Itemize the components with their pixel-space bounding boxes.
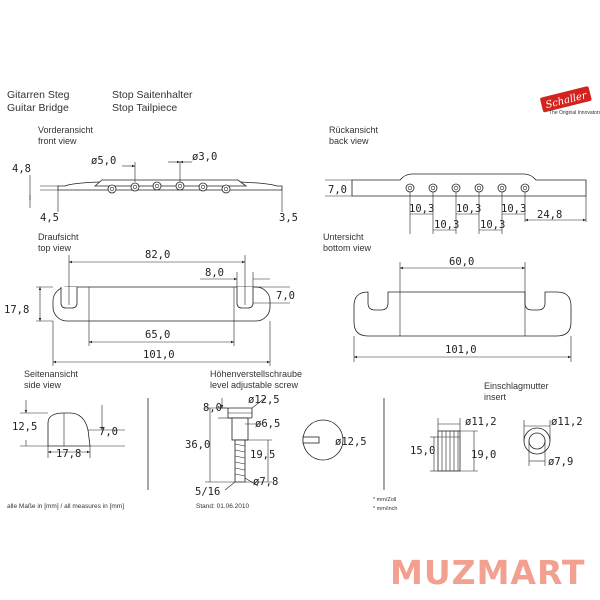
insert-label-de: Einschlagmutter: [484, 381, 549, 391]
screw-label-en: level adjustable screw: [210, 380, 299, 390]
bottom-dim-w2: 101,0: [445, 344, 477, 356]
footer-note-1: * mm/Zoll: [373, 497, 397, 503]
insert-dim-d3: ø7,9: [548, 456, 573, 468]
footer-measures: alle Maße in [mm] / all measures in [mm]: [7, 503, 125, 510]
watermark: MUZMART: [390, 553, 586, 592]
bottom-view-label-en: bottom view: [323, 243, 372, 253]
screw-dim-shank-d: ø7,8: [253, 476, 278, 488]
back-dim-s1: 10,3: [409, 203, 434, 215]
top-dim-w3: 65,0: [145, 329, 170, 341]
screw-dim-top-d: ø12,5: [335, 436, 367, 448]
front-dim-d2: ø3,0: [192, 151, 217, 163]
front-dim-h1: 4,8: [12, 163, 31, 175]
top-dim-w1: 82,0: [145, 249, 170, 261]
back-dim-s5: 10,3: [501, 203, 526, 215]
screw-label-de: Höhenverstellschraube: [210, 369, 303, 379]
footer-date: Stand: 01.06.2010: [196, 503, 250, 510]
brand-logo: Schaller: [537, 86, 593, 116]
front-dim-h2: 4,5: [40, 212, 59, 224]
top-view-label-de: Draufsicht: [38, 232, 79, 242]
top-view-drawing: [36, 255, 290, 366]
insert-drawing: [430, 418, 551, 472]
brand-tagline: The Original Innovators: [549, 110, 600, 116]
side-view-drawing: [20, 400, 125, 458]
back-view-label-en: back view: [329, 136, 369, 146]
screw-dim-head-h: 8,0: [203, 402, 222, 414]
title2-de: Stop Saitenhalter: [112, 89, 193, 101]
insert-label-en: insert: [484, 392, 507, 402]
bottom-dim-w1: 60,0: [449, 256, 474, 268]
screw-dim-head-d: ø12,5: [248, 394, 280, 406]
title2-en: Stop Tailpiece: [112, 102, 178, 114]
side-view-label-de: Seitenansicht: [24, 369, 79, 379]
back-dim-s4: 10,3: [480, 219, 505, 231]
side-view-label-en: side view: [24, 380, 62, 390]
back-dim-s3: 10,3: [456, 203, 481, 215]
bottom-view-label-de: Untersicht: [323, 232, 364, 242]
brand-logo-graphic: Schaller: [540, 86, 592, 113]
back-dim-h: 7,0: [328, 184, 347, 196]
insert-dim-d1: ø11,2: [465, 416, 497, 428]
screw-drawing: [205, 397, 344, 491]
back-view-label-de: Rückansicht: [329, 125, 379, 135]
footer-note-2: * mm/inch: [373, 506, 398, 512]
insert-dim-h2: 19,0: [471, 449, 496, 461]
front-view-drawing: [29, 160, 283, 212]
side-dim-h2: 7,0: [99, 426, 118, 438]
front-dim-d1: ø5,0: [91, 155, 116, 167]
side-dim-h1: 12,5: [12, 421, 37, 433]
screw-dim-thread-size: 5/16: [195, 486, 220, 498]
screw-dim-thread: 19,5: [250, 449, 275, 461]
top-view-label-en: top view: [38, 243, 72, 253]
bottom-view-drawing: [353, 262, 572, 362]
insert-dim-h1: 15,0: [410, 445, 435, 457]
front-view-label-en: front view: [38, 136, 77, 146]
back-dim-edge: 24,8: [537, 209, 562, 221]
side-dim-w: 17,8: [56, 448, 81, 460]
title-de: Gitarren Steg: [7, 89, 70, 101]
screw-dim-len: 36,0: [185, 439, 210, 451]
top-dim-h: 17,8: [4, 304, 29, 316]
back-view-drawing: [325, 173, 587, 234]
insert-dim-d2: ø11,2: [551, 416, 583, 428]
title-en: Guitar Bridge: [7, 102, 69, 114]
screw-dim-body-d: ø6,5: [255, 418, 280, 430]
front-dim-h3: 3,5: [279, 212, 298, 224]
top-dim-w2: 8,0: [205, 267, 224, 279]
top-dim-w4: 101,0: [143, 349, 175, 361]
front-view-label-de: Vorderansicht: [38, 125, 94, 135]
top-dim-slot: 7,0: [276, 290, 295, 302]
back-dim-s2: 10,3: [434, 219, 459, 231]
